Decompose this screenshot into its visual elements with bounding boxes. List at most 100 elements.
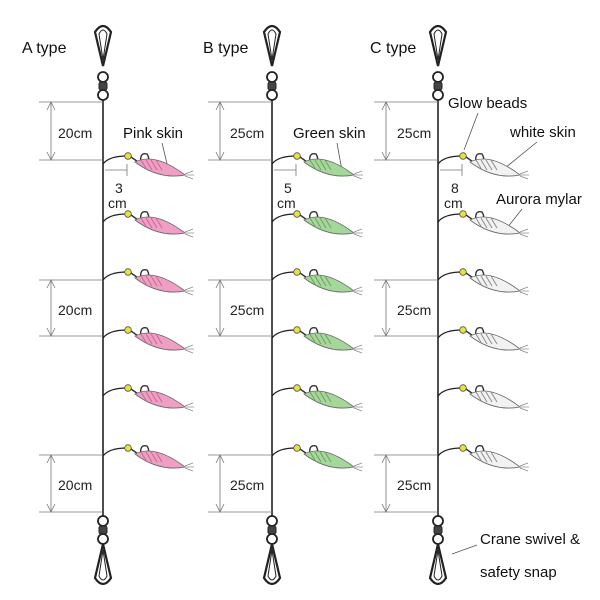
lure-stripe <box>319 391 327 403</box>
dropper-line <box>102 447 128 457</box>
lure-tail <box>519 407 529 412</box>
safety-snap-inner <box>267 549 277 581</box>
glow-bead-icon <box>124 444 132 452</box>
rig-c-offset-value: 8 <box>451 180 459 196</box>
dropper-line <box>437 447 463 457</box>
dropper-2 <box>102 210 194 238</box>
dimension-arrow <box>381 503 391 513</box>
lure-stripe <box>490 159 498 171</box>
lure-tail <box>353 349 363 354</box>
lure-stripe <box>475 391 483 403</box>
dropper-5 <box>102 384 194 412</box>
lure-stripe <box>145 391 153 403</box>
lure-tail <box>184 228 194 233</box>
lure-tail <box>353 462 363 467</box>
lure-stripe <box>324 217 332 229</box>
lure-stripe <box>485 217 493 229</box>
lure-stripe <box>324 333 332 345</box>
safety-snap-inner <box>267 29 277 61</box>
lure-stripe <box>314 159 322 171</box>
lure-tail <box>519 462 529 467</box>
rig-a <box>102 100 128 518</box>
rig-c-offset-unit: cm <box>444 195 463 211</box>
lure-tail <box>353 291 363 296</box>
swivel-ring <box>266 533 278 545</box>
dropper-6 <box>437 444 529 472</box>
dropper-line <box>271 447 297 457</box>
swivel-ring <box>97 89 109 101</box>
dimension-arrow <box>381 101 391 111</box>
glow-bead-icon <box>293 268 301 276</box>
lure-tail <box>184 286 194 291</box>
dropper-4 <box>437 326 529 354</box>
lure-stripe <box>475 333 483 345</box>
lure-tail <box>519 286 529 291</box>
glow-bead-icon <box>293 152 301 160</box>
dimension-arrow <box>381 151 391 161</box>
lure-stripe <box>319 275 327 287</box>
rig-b-dim-top: 25cm <box>230 125 264 141</box>
dropper-2 <box>437 210 529 238</box>
lure-stripe <box>314 217 322 229</box>
callout-swivel-line1: Crane swivel & <box>480 531 580 548</box>
lure-stripe <box>490 275 498 287</box>
crane-swivel-icon <box>266 515 278 527</box>
safety-snap-inner <box>433 29 443 61</box>
lure-stripe <box>475 217 483 229</box>
dropper-1 <box>437 152 529 180</box>
lure-stripe <box>145 159 153 171</box>
lure-stripe <box>319 159 327 171</box>
top-snap <box>428 24 448 67</box>
dimension-arrow <box>46 503 56 513</box>
dropper-line <box>271 213 297 223</box>
dimension-arrow <box>381 454 391 464</box>
lure-tail <box>184 233 194 238</box>
dropper-line <box>102 271 128 281</box>
lure-stripe <box>155 391 163 403</box>
lure-stripe <box>145 451 153 463</box>
crane-swivel-icon <box>97 515 109 527</box>
dropper-4 <box>271 326 363 354</box>
rig-a-dim-mid: 20cm <box>58 302 92 318</box>
callout-leaders <box>161 112 538 555</box>
lure-tail <box>353 467 363 472</box>
lure-stripe <box>309 333 317 345</box>
rig-b-offset-unit: cm <box>277 195 296 211</box>
bottom-swivel <box>266 515 278 545</box>
lure-stripe <box>324 275 332 287</box>
lure-tail <box>184 344 194 349</box>
glow-bead-icon <box>293 384 301 392</box>
lure-tail <box>519 233 529 238</box>
lure-stripe <box>140 159 148 171</box>
lure-tail <box>353 286 363 291</box>
glow-bead-icon <box>124 326 132 334</box>
callout-pink-skin: Pink skin <box>123 125 183 142</box>
dropper-line <box>102 387 128 397</box>
lure-stripe <box>309 391 317 403</box>
dimension-2 <box>208 279 272 337</box>
rig-b-dim-bottom: 25cm <box>230 477 264 493</box>
lure-stripe <box>490 391 498 403</box>
crane-swivel-icon <box>432 71 444 83</box>
lure-tail <box>184 462 194 467</box>
dropper-line <box>437 271 463 281</box>
safety-snap-inner <box>98 549 108 581</box>
rig-a-offset-unit: cm <box>108 195 127 211</box>
callout-swivel-line2: safety snap <box>480 564 557 581</box>
dropper-line <box>271 271 297 281</box>
top-swivel <box>266 71 278 101</box>
dimension-arrow <box>215 101 225 111</box>
lure-tail <box>184 407 194 412</box>
bottom-swivel <box>432 515 444 545</box>
dropper-line <box>271 329 297 339</box>
lure-stripe <box>324 159 332 171</box>
glow-bead-icon <box>459 268 467 276</box>
lure-tail <box>353 228 363 233</box>
lure-stripe <box>480 217 488 229</box>
glow-bead-icon <box>459 444 467 452</box>
lure-stripe <box>324 451 332 463</box>
lure-tail <box>353 407 363 412</box>
dimension-arrow <box>381 279 391 289</box>
dropper-1 <box>271 152 363 180</box>
